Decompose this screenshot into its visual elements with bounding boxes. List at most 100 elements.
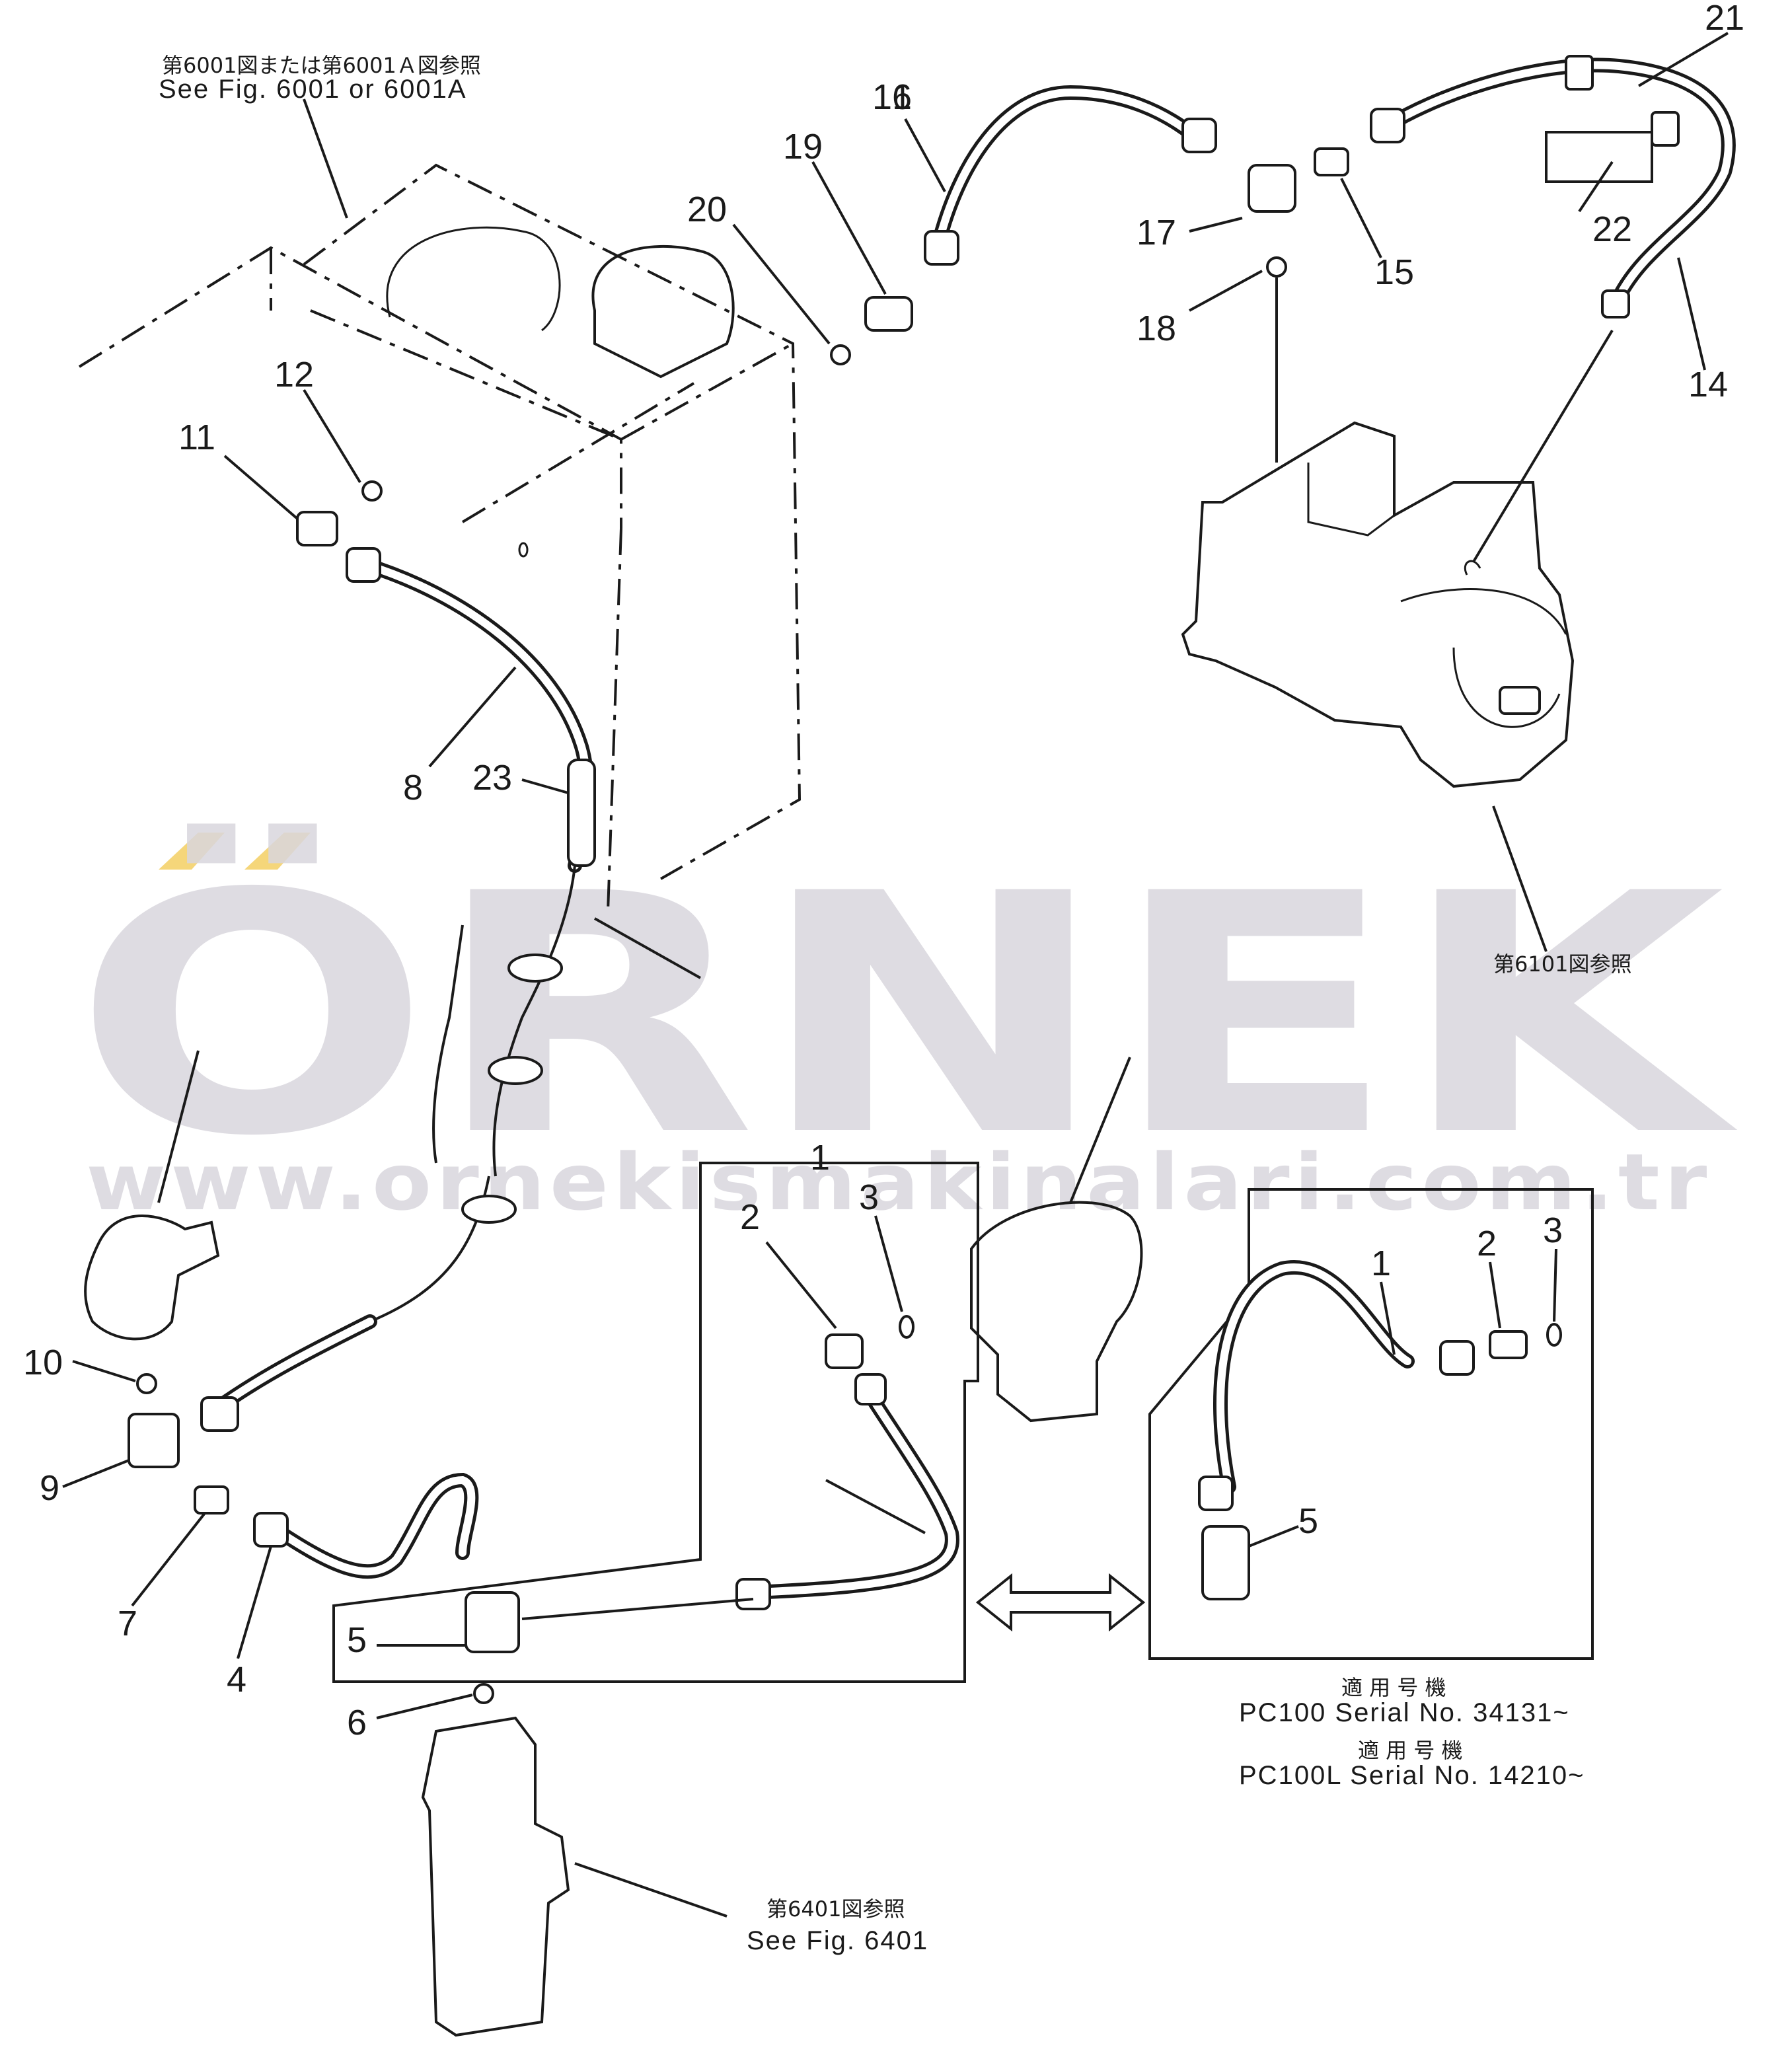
center-hose	[369, 865, 576, 1323]
double-arrow	[975, 1573, 1146, 1632]
part-label-11: 11	[178, 418, 215, 457]
inset-part-label-5: 5	[1298, 1501, 1318, 1541]
leader-ref-motor	[1069, 1057, 1131, 1203]
clamp-21-a	[1565, 55, 1594, 91]
hose-16	[924, 85, 1217, 266]
hose-4	[253, 1472, 479, 1579]
clamp-lower	[461, 1195, 517, 1224]
hose-8-nut	[346, 547, 381, 583]
hose-14-nut	[1370, 108, 1405, 143]
travel-motor	[970, 1201, 1143, 1423]
leader-1	[825, 1479, 926, 1534]
hose-4-line	[264, 1472, 479, 1579]
hose-16-nut-lower	[924, 230, 959, 266]
ref-pump-jp: 第6101図参照	[1493, 952, 1631, 977]
inset-part-label-3: 3	[1543, 1211, 1563, 1250]
main-pump	[1181, 421, 1575, 788]
pump-body	[1181, 421, 1575, 788]
part-label-19: 19	[783, 127, 823, 167]
leader-9	[62, 1459, 130, 1488]
leader-11	[223, 455, 299, 520]
serial-pc100: PC100 Serial No. 34131~	[1239, 1698, 1570, 1727]
part-label-23: 23	[472, 758, 512, 798]
pump-shaft	[1499, 686, 1541, 715]
part-label-4: 4	[227, 1660, 246, 1700]
hose-1-nut	[854, 1373, 887, 1405]
inset-leader-3	[1553, 1248, 1557, 1322]
inset-hose-1-inner	[1216, 1263, 1411, 1491]
leader-18	[1189, 270, 1263, 312]
leader-2	[765, 1241, 837, 1329]
part-label-18: 18	[1137, 309, 1176, 348]
leader-14	[1677, 257, 1706, 371]
ref-tank-jp: 第6001図または第6001Ａ図参照	[162, 53, 481, 78]
tank-filter-cap	[591, 244, 735, 379]
clamp-middle	[488, 1056, 543, 1085]
watermark: ÖRNEK www.ornekismakinalari.com.tr	[73, 820, 1740, 1228]
leader-21	[1637, 32, 1729, 87]
tank-cap-rear	[386, 226, 561, 332]
inset-connector-2	[1489, 1330, 1528, 1359]
inset-leader-2	[1489, 1261, 1501, 1329]
ref-tank-en: See Fig. 6001 or 6001A	[159, 75, 467, 104]
hose-1-inner	[749, 1384, 956, 1596]
leader-ref-pump	[1492, 805, 1548, 952]
oring-6	[473, 1683, 494, 1704]
hydraulic-tank	[78, 163, 802, 913]
swing-motor	[84, 1215, 220, 1341]
leader-20	[732, 223, 831, 345]
hose-8-line	[359, 558, 595, 873]
elbow-17	[1248, 164, 1296, 213]
watermark-umlaut-right	[244, 833, 311, 870]
elbow-11	[296, 511, 338, 546]
leader-22	[1578, 161, 1614, 213]
leader-23	[521, 778, 569, 794]
part-label-12: 12	[274, 355, 314, 394]
leader-19	[811, 161, 887, 295]
tee-5	[465, 1591, 520, 1653]
tee-9	[128, 1413, 180, 1468]
part-label-9: 9	[40, 1468, 59, 1508]
leader-ref-valve	[574, 1862, 728, 1918]
part-label-15: 15	[1374, 252, 1414, 292]
part-number-labels: 1 1	[810, 77, 912, 1178]
hose-23-protector	[567, 759, 596, 867]
inset-hose-1-line	[1213, 1260, 1415, 1494]
leader-3	[874, 1215, 903, 1312]
leader-15	[1340, 178, 1382, 258]
part-label-8: 8	[403, 768, 423, 807]
elbow-2	[825, 1333, 864, 1369]
leader-17	[1189, 217, 1243, 233]
pump-port	[1464, 560, 1481, 576]
control-valve	[421, 1716, 570, 2037]
leader-16	[904, 118, 946, 192]
leader-10	[72, 1360, 136, 1382]
oring-3	[899, 1315, 915, 1339]
ref-valve-en: See Fig. 6401	[747, 1926, 928, 1955]
hose-16-nut	[1181, 118, 1217, 153]
part-label-20: 20	[687, 190, 727, 229]
inset-oring-3	[1546, 1323, 1562, 1347]
part-label-10: 10	[23, 1343, 63, 1382]
part-label-5: 5	[347, 1620, 367, 1660]
inset-hose-1-nut-lower	[1198, 1476, 1234, 1511]
tank-outline	[78, 163, 802, 880]
plate-22	[1545, 131, 1653, 183]
serial-label-2: 適 用 号 機	[1358, 1738, 1463, 1763]
inset-hose-1-nut	[1439, 1340, 1475, 1376]
watermark-brand: ÖRNEK	[73, 820, 1740, 1208]
hose-4-nut	[253, 1512, 289, 1548]
ref-valve-jp: 第6401図参照	[766, 1896, 905, 1922]
connector-15	[1314, 147, 1349, 176]
leader-12	[303, 389, 361, 484]
hose-14-nut-lower	[1601, 289, 1630, 318]
variant-enclosure-a	[332, 1162, 979, 1683]
leader-ref-swing	[157, 1050, 200, 1203]
inset-part-label-2: 2	[1477, 1224, 1497, 1263]
part-label-3: 3	[859, 1178, 879, 1217]
leader-7	[131, 1512, 206, 1607]
part-label-2: 2	[740, 1197, 760, 1237]
leader-ref-tank	[303, 98, 348, 219]
hose-1-nut-lower	[735, 1578, 771, 1610]
